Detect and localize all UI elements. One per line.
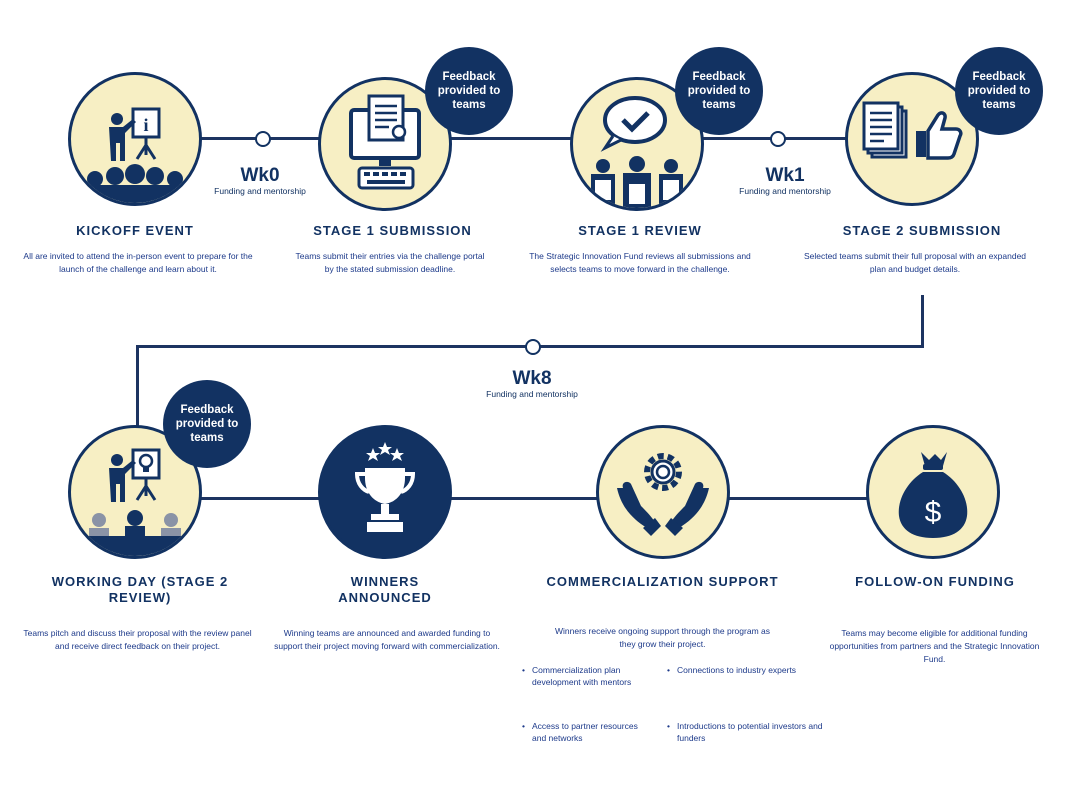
kickoff-circle: i xyxy=(68,72,202,206)
connector-row2 xyxy=(136,497,936,500)
connector-right-down xyxy=(921,295,924,347)
timeline-dot-3 xyxy=(525,339,541,355)
step-title-stage1-review: STAGE 1 REVIEW xyxy=(578,223,702,238)
timeline-dot-1 xyxy=(255,131,271,147)
trophy-icon xyxy=(354,442,416,532)
step-title-working-day: WORKING DAY (STAGE 2 REVIEW) xyxy=(51,574,229,605)
feedback-badge-4: Feedback provided to teams xyxy=(163,380,251,468)
money-bag-icon: $ xyxy=(898,452,968,538)
support-bullet-4: •Introductions to potential investors an… xyxy=(667,721,823,743)
step-desc-stage1-submission: Teams submit their entries via the chall… xyxy=(295,251,485,274)
feedback-badge-2: Feedback provided to teams xyxy=(675,47,763,135)
connector-row1 xyxy=(130,137,930,140)
step-desc-winners: Winning teams are announced and awarded … xyxy=(274,628,500,651)
step-title-stage2-submission: STAGE 2 SUBMISSION xyxy=(842,223,1002,238)
feedback-badge-3: Feedback provided to teams xyxy=(955,47,1043,135)
step-desc-stage1-review: The Strategic Innovation Fund reviews al… xyxy=(529,251,751,274)
step-desc-commercialization: Winners receive ongoing support through … xyxy=(555,626,770,649)
step-title-commercialization: COMMERCIALIZATION SUPPORT xyxy=(546,574,779,589)
connector-left-down xyxy=(136,345,139,430)
step-title-winners: WINNERS ANNOUNCED xyxy=(338,574,432,605)
step-title-stage1-submission: STAGE 1 SUBMISSION xyxy=(313,223,472,238)
step-desc-working-day: Teams pitch and discuss their proposal w… xyxy=(23,628,252,651)
hands-gear-icon xyxy=(617,453,709,536)
support-bullet-2: •Access to partner resources and network… xyxy=(522,721,638,743)
documents-thumbs-up-icon xyxy=(862,101,963,160)
commercialization-circle xyxy=(596,425,730,559)
winners-circle xyxy=(318,425,452,559)
support-bullet-3: •Connections to industry experts xyxy=(667,665,797,675)
svg-text:i: i xyxy=(143,115,148,135)
review-checkmark-bubble-icon xyxy=(591,96,683,208)
presenter-info-board-icon: i xyxy=(71,107,199,203)
feedback-badge-1: Feedback provided to teams xyxy=(425,47,513,135)
computer-document-icon xyxy=(349,94,421,190)
step-title-funding: FOLLOW-ON FUNDING xyxy=(855,574,1015,589)
funding-circle: $ xyxy=(866,425,1000,559)
timeline-dot-2 xyxy=(770,131,786,147)
svg-text:$: $ xyxy=(925,496,942,529)
step-title-kickoff: KICKOFF EVENT xyxy=(76,223,194,238)
step-desc-kickoff: All are invited to attend the in-person … xyxy=(23,251,253,274)
stage1-review-circle xyxy=(570,77,704,211)
support-bullet-1: •Commercialization plan development with… xyxy=(522,665,632,687)
step-desc-stage2-submission: Selected teams submit their full proposa… xyxy=(803,251,1027,274)
step-desc-funding: Teams may become eligible for additional… xyxy=(829,628,1040,664)
